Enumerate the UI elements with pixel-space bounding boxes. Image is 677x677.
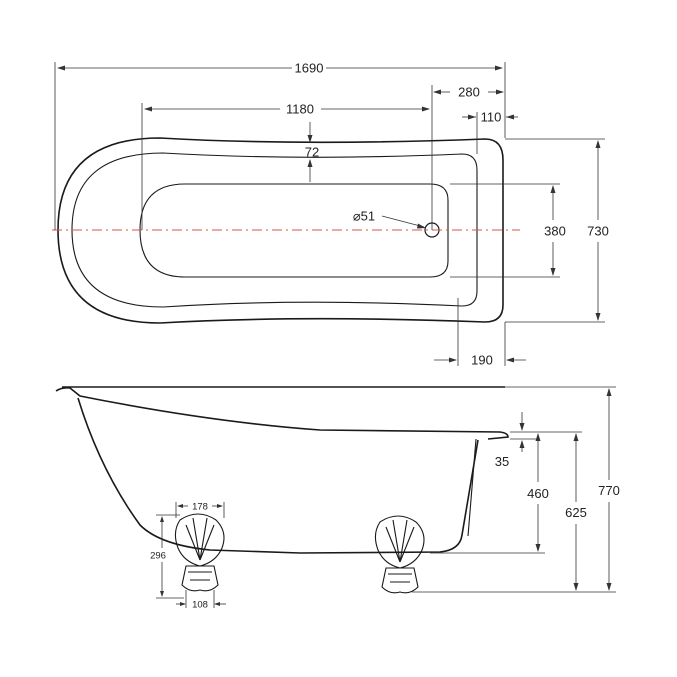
side-view: 35 460 625 770	[55, 386, 620, 611]
overall-height-label: 770	[598, 483, 620, 498]
end-offset-outer-label: 280	[458, 85, 480, 100]
dim-rim-width: 72	[305, 122, 319, 182]
dim-overall-length: 1690	[54, 61, 506, 230]
rim-width-label: 72	[305, 145, 319, 160]
basin-length-label: 1180	[286, 102, 314, 117]
left-claw-foot	[174, 513, 225, 592]
rim-height-label: 625	[565, 505, 587, 520]
tub-basin	[139, 183, 449, 278]
dim-end-offset-rim: 110	[462, 110, 518, 154]
waste-diameter-label: ⌀51	[353, 209, 375, 224]
floor-height-label: 460	[527, 486, 549, 501]
dim-basin-length: 1180	[141, 85, 433, 230]
dim-basin-width: 380	[450, 183, 566, 278]
dim-rim-height: 625	[412, 431, 587, 593]
end-offset-inner-label: 190	[471, 353, 493, 368]
side-body	[77, 397, 479, 554]
dim-floor-height: 460	[430, 433, 549, 554]
end-offset-rim-label: 110	[481, 110, 502, 125]
rim-step-label: 35	[495, 454, 509, 469]
foot-base-label: 108	[192, 600, 208, 611]
dim-end-offset-inner: 190	[434, 298, 526, 368]
dim-end-offset-outer: 280	[433, 85, 504, 100]
overall-width-label: 730	[587, 224, 609, 239]
dim-foot-width: 178	[175, 502, 225, 518]
dim-rim-step: 35	[495, 412, 540, 469]
foot-width-label: 178	[192, 502, 208, 513]
dim-foot-height: 296	[150, 514, 184, 599]
basin-width-label: 380	[544, 224, 566, 239]
dim-overall-height: 770	[505, 386, 620, 593]
top-view: 1690 1180 280 110	[52, 61, 609, 368]
overall-length-label: 1690	[295, 61, 324, 76]
right-claw-foot	[374, 515, 425, 594]
dim-overall-width: 730	[505, 138, 609, 323]
side-rim-slope	[55, 387, 509, 440]
dim-foot-base: 108	[176, 590, 226, 611]
foot-height-label: 296	[150, 551, 166, 562]
dim-waste-diameter: ⌀51	[353, 209, 426, 229]
